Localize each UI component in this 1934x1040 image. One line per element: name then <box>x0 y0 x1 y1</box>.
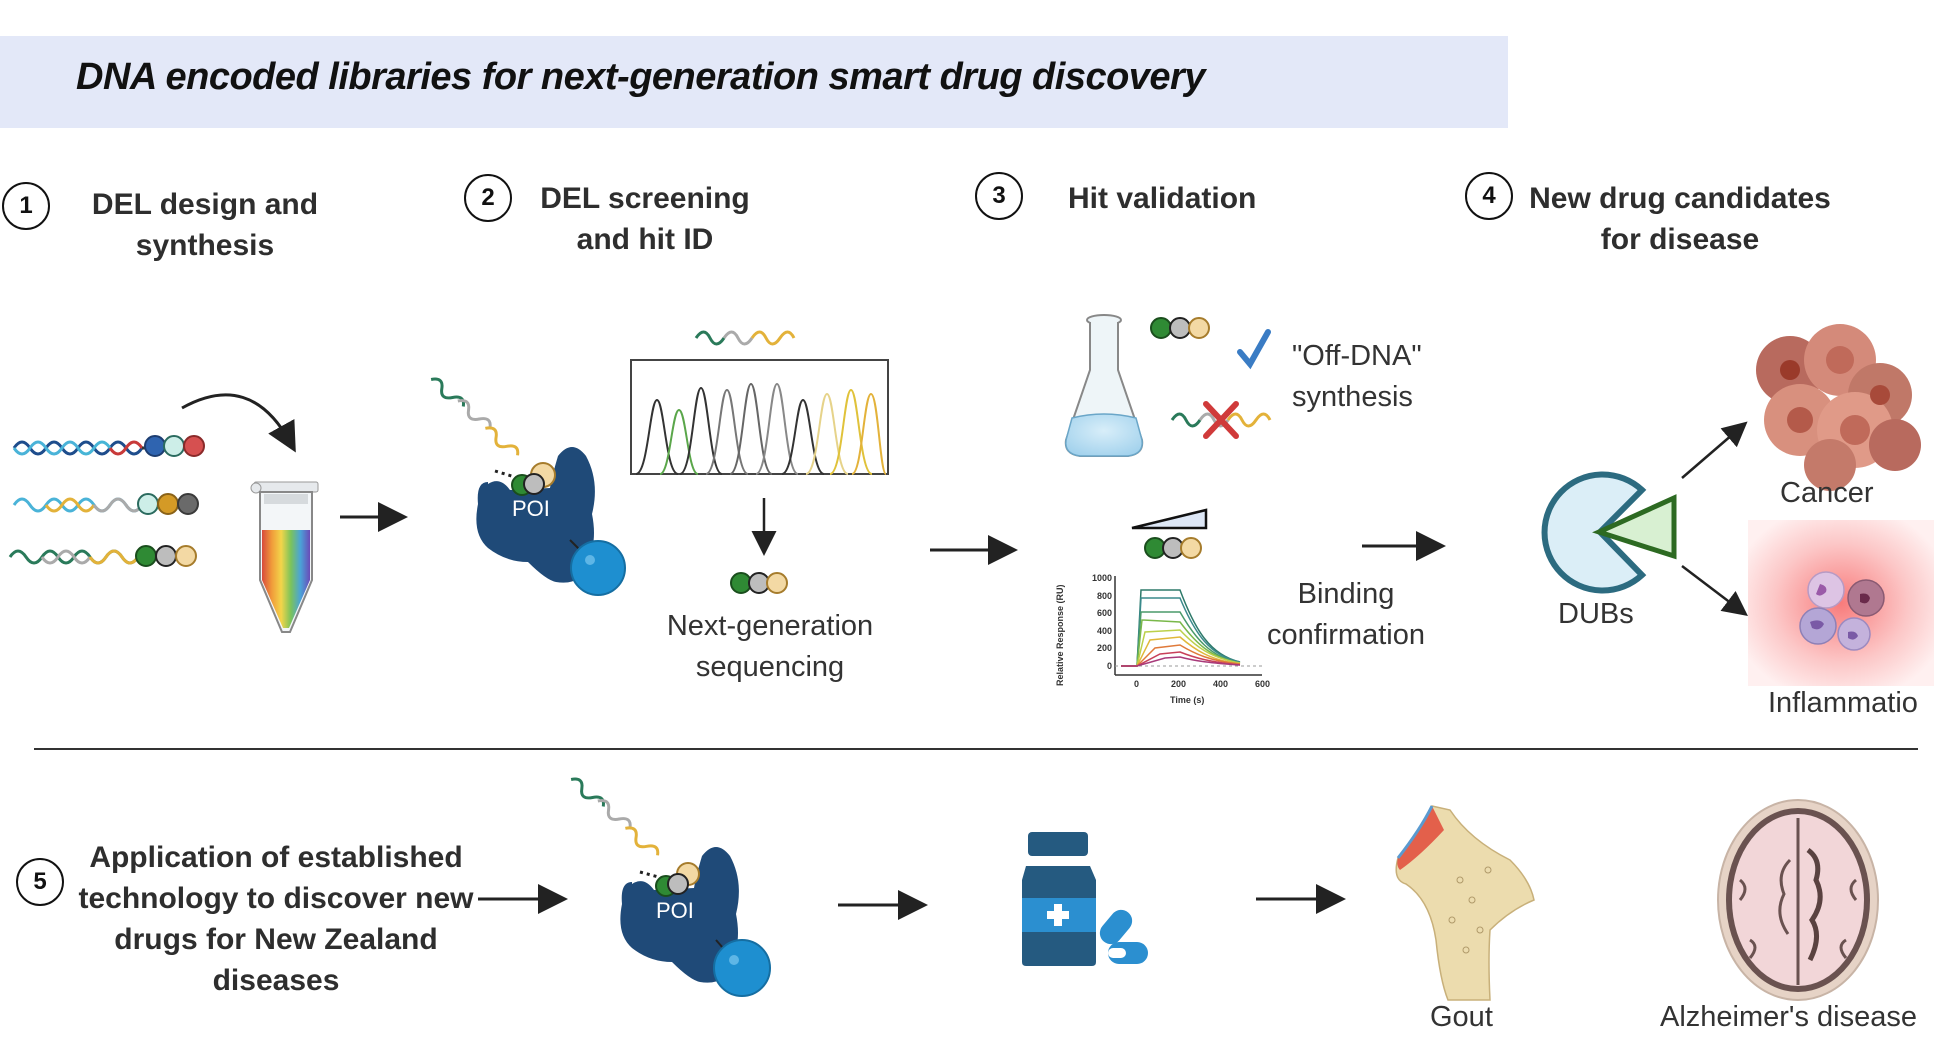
binding-building-blocks <box>1144 537 1202 559</box>
dna-crossed-icon <box>1170 401 1272 439</box>
spr-ytick: 600 <box>1096 608 1112 618</box>
concentration-gradient-icon <box>1131 508 1208 530</box>
spr-ytick: 800 <box>1096 590 1112 601</box>
protein-blob <box>476 447 595 583</box>
spr-ytick: 1000 <box>1091 573 1112 583</box>
off-dna-building-blocks <box>1150 317 1210 339</box>
step-4-title: New drug candidates for disease <box>1525 178 1835 260</box>
cross-icon <box>1203 401 1239 439</box>
spr-sensorgram <box>1114 576 1262 676</box>
ngs-caption-line2: sequencing <box>695 651 845 683</box>
binding-caption: Binding confirmation <box>1254 574 1438 656</box>
spr-ytick: 200 <box>1096 643 1112 653</box>
step-4-title-line1: New drug candidates <box>1529 182 1831 215</box>
spr-xtick: 0 <box>1134 679 1140 689</box>
step-1-title-line2: synthesis <box>135 229 275 262</box>
step-5-number: 5 <box>16 858 64 906</box>
inhibitor-icon <box>1592 494 1677 560</box>
poi-label: POI <box>512 496 550 521</box>
poi-protein-complex <box>430 377 626 596</box>
step-2-title-line1: DEL screening <box>540 182 750 215</box>
building-block-icon <box>157 493 179 515</box>
cancer-label: Cancer <box>1780 477 1874 509</box>
building-block-icon <box>135 545 157 567</box>
step-5-title-line: technology to discover new <box>78 882 474 915</box>
building-block-icon <box>163 435 185 457</box>
dna-strand-2 <box>12 493 199 515</box>
step-3-number: 3 <box>975 172 1023 220</box>
building-block-icon <box>175 545 197 567</box>
arrow-to-cancer-icon <box>1681 421 1748 479</box>
off-dna-caption-line2: synthesis <box>1292 381 1413 413</box>
building-block-icon <box>177 493 199 515</box>
step-5-title-line: diseases <box>212 964 340 997</box>
spr-ytick: 0 <box>1106 660 1112 671</box>
step-2-title-line2: and hit ID <box>576 223 714 256</box>
binding-caption-line2: confirmation <box>1267 619 1425 651</box>
binding-caption-line1: Binding <box>1297 578 1395 610</box>
check-icon <box>1237 329 1271 370</box>
dubs-label: DUBs <box>1558 598 1634 630</box>
dna-strand-3 <box>8 545 197 567</box>
chromatogram-icon <box>630 330 889 475</box>
building-block-icon <box>137 493 159 515</box>
poi-protein-complex-bottom <box>570 777 771 997</box>
spr-xlabel: Time (s) <box>1170 695 1205 705</box>
hit-building-blocks <box>730 572 788 594</box>
step-5-title-line: drugs for New Zealand <box>114 923 438 956</box>
step-1-title: DEL design and synthesis <box>80 184 330 266</box>
medicine-icon <box>1022 832 1148 966</box>
step-5-title: Application of established technology to… <box>76 837 476 1001</box>
sphere-icon <box>570 540 626 596</box>
poi-label-bottom: POI <box>656 898 694 923</box>
spr-yticks: 1000 800 600 400 200 0 <box>1086 570 1112 675</box>
diagram-title: DNA encoded libraries for next-generatio… <box>76 56 1205 98</box>
inflammation-label: Inflammatio <box>1768 687 1918 719</box>
flask-icon <box>1064 314 1144 457</box>
spr-ytick: 400 <box>1096 625 1112 636</box>
off-dna-caption: "Off-DNA" synthesis <box>1292 336 1422 418</box>
step-2-title: DEL screening and hit ID <box>530 178 760 260</box>
immune-cells-icon <box>1799 571 1885 651</box>
building-block-icon <box>155 545 177 567</box>
arrow-to-inflammation-icon <box>1681 565 1748 617</box>
step-3-title: Hit validation <box>1068 182 1257 215</box>
step-1-title-line1: DEL design and <box>91 188 319 221</box>
section-divider <box>34 748 1918 750</box>
step-1-number: 1 <box>2 182 50 230</box>
off-dna-caption-line1: "Off-DNA" <box>1292 340 1422 372</box>
step-2-number: 2 <box>464 174 512 222</box>
step-4-title-line2: for disease <box>1600 223 1760 256</box>
brain-icon <box>1717 799 1879 1001</box>
spr-xtick: 200 <box>1171 679 1187 689</box>
spr-xtick: 600 <box>1255 679 1271 689</box>
curved-arrow-icon <box>181 393 296 453</box>
spr-ylabel: Relative Response (RU) <box>1055 584 1065 686</box>
cancer-cells-icon <box>1756 324 1921 491</box>
inflammation-background <box>1748 520 1934 686</box>
step-5-title-line: Application of established <box>89 841 463 874</box>
step-4-number: 4 <box>1465 172 1513 220</box>
gout-label: Gout <box>1430 1001 1493 1033</box>
building-block-icon <box>183 435 205 457</box>
spr-xtick: 400 <box>1213 679 1229 689</box>
gout-joint-icon <box>1395 805 1535 1001</box>
title-banner <box>0 36 1508 128</box>
ngs-caption-line1: Next-generation <box>666 610 874 642</box>
tube-icon <box>250 481 319 633</box>
dna-strand-1 <box>12 435 205 457</box>
building-block-icon <box>144 435 166 457</box>
alzheimers-label: Alzheimer's disease <box>1660 1001 1917 1033</box>
ngs-caption: Next-generation sequencing <box>640 606 900 688</box>
